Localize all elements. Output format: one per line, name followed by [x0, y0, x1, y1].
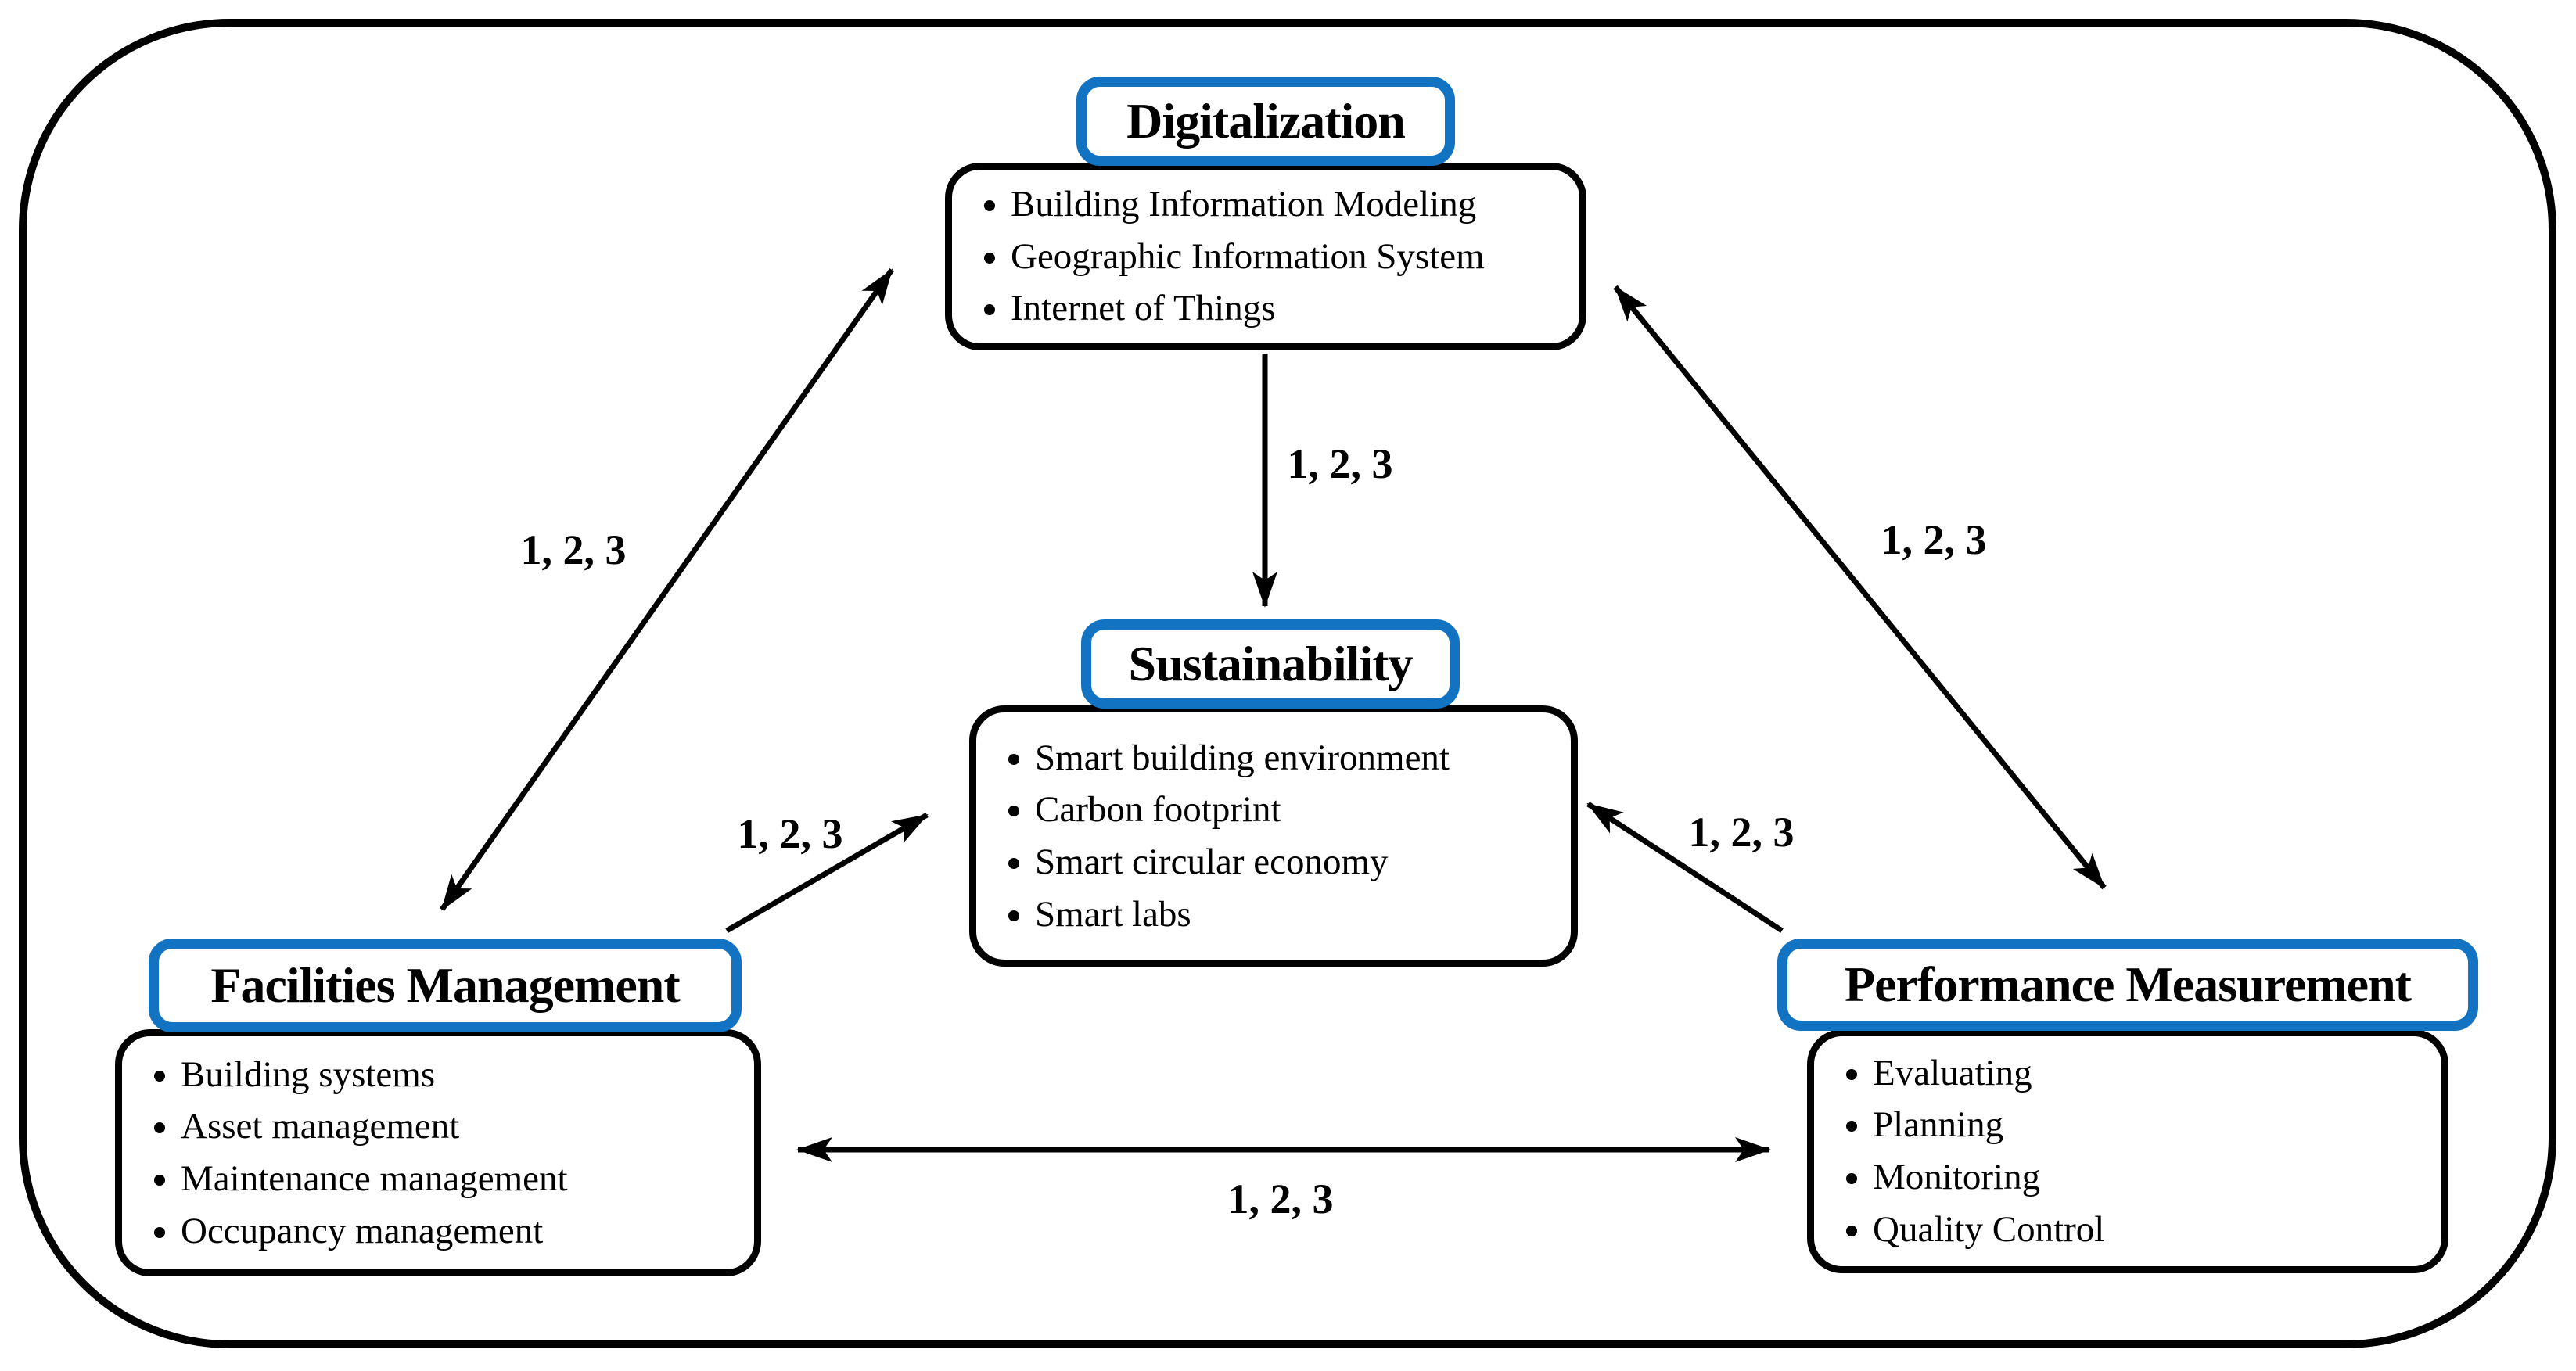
list-item: Maintenance management: [181, 1153, 738, 1205]
edge-label-facilities-sustainability: 1, 2, 3: [737, 810, 843, 857]
edge-label-performance-sustainability: 1, 2, 3: [1688, 809, 1795, 856]
list-item: Carbon footprint: [1035, 784, 1555, 836]
list-item: Building systems: [181, 1049, 738, 1101]
list-item: Planning: [1873, 1099, 2426, 1151]
digitalization-item-list: Building Information Modeling Geographic…: [952, 178, 1579, 335]
sustainability-item-list: Smart building environment Carbon footpr…: [976, 732, 1571, 941]
edge-label-digitalization-sustainability: 1, 2, 3: [1287, 440, 1393, 487]
performance-measurement-title: Performance Measurement: [1845, 956, 2412, 1012]
sustainability-title: Sustainability: [1128, 636, 1413, 691]
list-item: Smart circular economy: [1035, 836, 1555, 888]
list-item: Occupancy management: [181, 1205, 738, 1258]
facilities-management-title-box: Facilities Management: [149, 939, 742, 1032]
edge-label-facilities-performance: 1, 2, 3: [1227, 1175, 1334, 1222]
digitalization-content-box: Building Information Modeling Geographic…: [945, 163, 1586, 350]
facilities-management-item-list: Building systems Asset management Mainte…: [122, 1049, 754, 1258]
facilities-management-content-box: Building systems Asset management Mainte…: [115, 1029, 761, 1276]
digitalization-title: Digitalization: [1126, 93, 1406, 149]
list-item: Geographic Information System: [1011, 231, 1564, 283]
performance-measurement-item-list: Evaluating Planning Monitoring Quality C…: [1814, 1047, 2441, 1256]
list-item: Smart building environment: [1035, 732, 1555, 784]
list-item: Smart labs: [1035, 888, 1555, 941]
list-item: Asset management: [181, 1100, 738, 1153]
edge-label-facilities-digitalization: 1, 2, 3: [520, 526, 627, 573]
list-item: Monitoring: [1873, 1151, 2426, 1204]
list-item: Building Information Modeling: [1011, 178, 1564, 231]
performance-measurement-title-box: Performance Measurement: [1777, 939, 2478, 1031]
edge-label-performance-digitalization: 1, 2, 3: [1881, 516, 1987, 563]
digitalization-title-box: Digitalization: [1076, 77, 1455, 166]
performance-measurement-content-box: Evaluating Planning Monitoring Quality C…: [1807, 1029, 2448, 1273]
list-item: Internet of Things: [1011, 282, 1564, 335]
list-item: Quality Control: [1873, 1204, 2426, 1256]
facilities-management-title: Facilities Management: [210, 957, 680, 1013]
sustainability-title-box: Sustainability: [1081, 619, 1460, 709]
sustainability-content-box: Smart building environment Carbon footpr…: [969, 705, 1578, 967]
list-item: Evaluating: [1873, 1047, 2426, 1100]
